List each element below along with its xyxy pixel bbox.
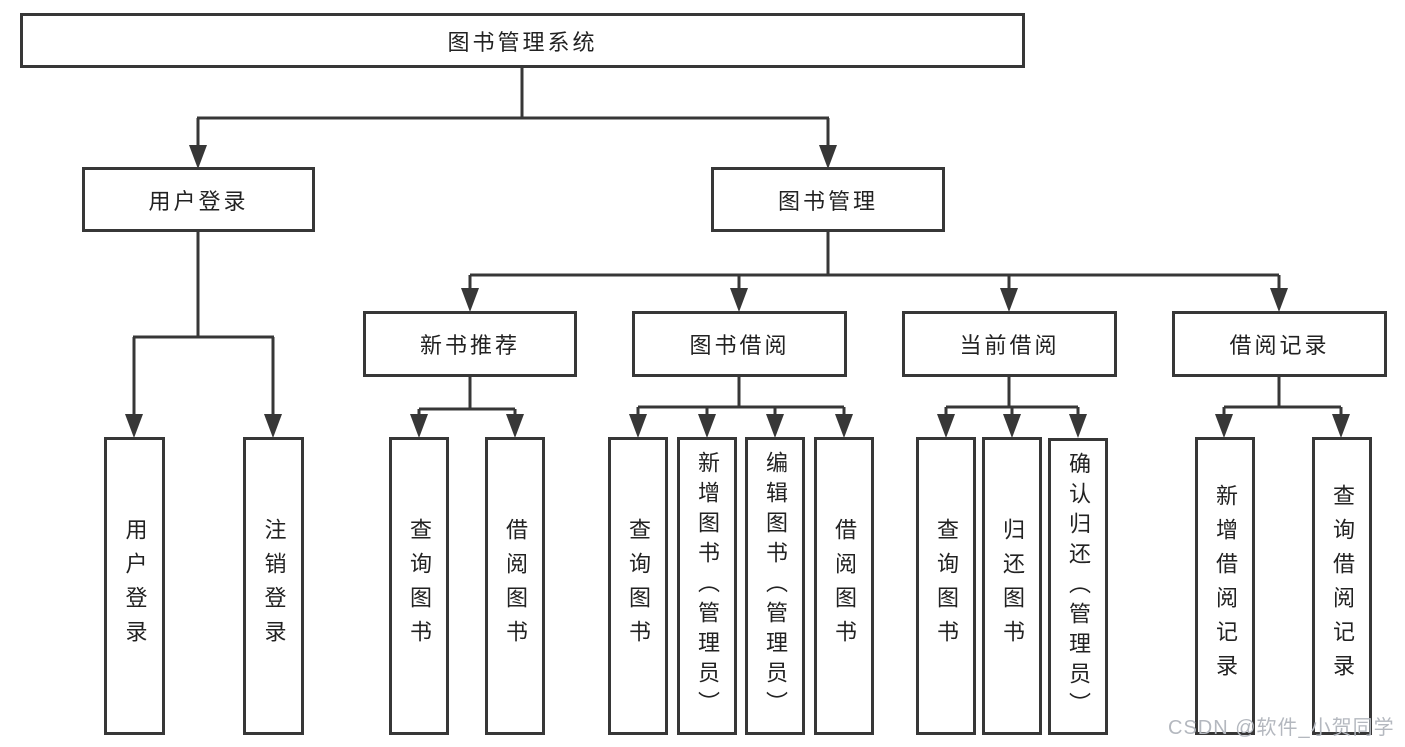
arrowhead: [937, 414, 955, 438]
node-book-borrowing-label: 图书借阅: [689, 333, 790, 358]
node-bb-add-books: 新增图书（管理员）: [677, 437, 737, 735]
node-rec-borrow-books-label: 借阅图书: [503, 518, 528, 654]
node-bb-borrow-books: 借阅图书: [814, 437, 874, 735]
node-bb-edit-books: 编辑图书（管理员）: [745, 437, 805, 735]
node-new-book-recommend-label: 新书推荐: [419, 333, 520, 358]
node-cb-confirm-return-label: 确认归还（管理员）: [1066, 451, 1091, 722]
node-cb-query-books: 查询图书: [916, 437, 976, 735]
node-rec-borrow-books: 借阅图书: [485, 437, 545, 735]
arrowhead: [410, 414, 428, 438]
connector-book-management-to-level2: [461, 231, 1288, 312]
node-cb-confirm-return: 确认归还（管理员）: [1048, 438, 1108, 735]
arrowhead: [730, 288, 748, 312]
arrowhead: [264, 414, 282, 438]
node-book-management: 图书管理: [711, 167, 945, 232]
node-user-login-label: 用户登录: [148, 188, 249, 214]
node-logout-label: 注销登录: [261, 518, 287, 654]
arrowhead: [189, 145, 207, 169]
arrowhead: [629, 414, 647, 438]
node-cb-return-books-label: 归还图书: [1000, 518, 1025, 654]
node-br-query-record-label: 查询借阅记录: [1330, 484, 1355, 688]
node-current-borrowing-label: 当前借阅: [959, 333, 1060, 358]
connector-current-borrowing-to-children: [937, 376, 1087, 438]
node-book-borrowing: 图书借阅: [632, 311, 847, 377]
node-bb-edit-books-label: 编辑图书（管理员）: [763, 451, 788, 721]
node-borrowing-records-label: 借阅记录: [1229, 333, 1330, 358]
node-cb-return-books: 归还图书: [982, 437, 1042, 735]
arrowhead: [1215, 414, 1233, 438]
node-br-query-record: 查询借阅记录: [1312, 437, 1372, 735]
node-br-add-record: 新增借阅记录: [1195, 437, 1255, 735]
arrowhead: [1270, 288, 1288, 312]
node-rec-query-books: 查询图书: [389, 437, 449, 735]
node-root-label: 图书管理系统: [447, 29, 598, 55]
connector-user-login-to-children: [125, 231, 282, 438]
node-root: 图书管理系统: [20, 13, 1025, 68]
node-bb-add-books-label: 新增图书（管理员）: [695, 451, 720, 721]
arrowhead: [835, 414, 853, 438]
arrowhead: [1069, 414, 1087, 438]
connector-root-to-level1: [189, 68, 837, 169]
node-borrowing-records: 借阅记录: [1172, 311, 1387, 377]
node-br-add-record-label: 新增借阅记录: [1213, 484, 1238, 688]
arrowhead: [698, 414, 716, 438]
node-logout: 注销登录: [243, 437, 304, 735]
arrowhead: [1000, 288, 1018, 312]
node-bb-borrow-books-label: 借阅图书: [832, 518, 857, 654]
csdn-watermark: CSDN @软件_小贺同学: [1168, 717, 1395, 739]
arrowhead: [766, 414, 784, 438]
node-rec-query-books-label: 查询图书: [407, 518, 432, 654]
arrowhead: [1003, 414, 1021, 438]
arrowhead: [506, 414, 524, 438]
arrowhead: [1332, 414, 1350, 438]
node-new-book-recommend: 新书推荐: [363, 311, 577, 377]
connector-book-borrowing-to-children: [629, 376, 853, 438]
node-user-login: 用户登录: [82, 167, 315, 232]
node-login: 用户登录: [104, 437, 165, 735]
node-bb-query-books-label: 查询图书: [626, 518, 651, 654]
arrowhead: [125, 414, 143, 438]
node-current-borrowing: 当前借阅: [902, 311, 1117, 377]
node-bb-query-books: 查询图书: [608, 437, 668, 735]
arrowhead: [819, 145, 837, 169]
arrowhead: [461, 288, 479, 312]
node-login-label: 用户登录: [122, 518, 148, 654]
connector-new-book-recommend-to-children: [410, 376, 524, 438]
node-book-management-label: 图书管理: [777, 188, 878, 214]
connector-borrowing-records-to-children: [1215, 376, 1350, 438]
node-cb-query-books-label: 查询图书: [934, 518, 959, 654]
